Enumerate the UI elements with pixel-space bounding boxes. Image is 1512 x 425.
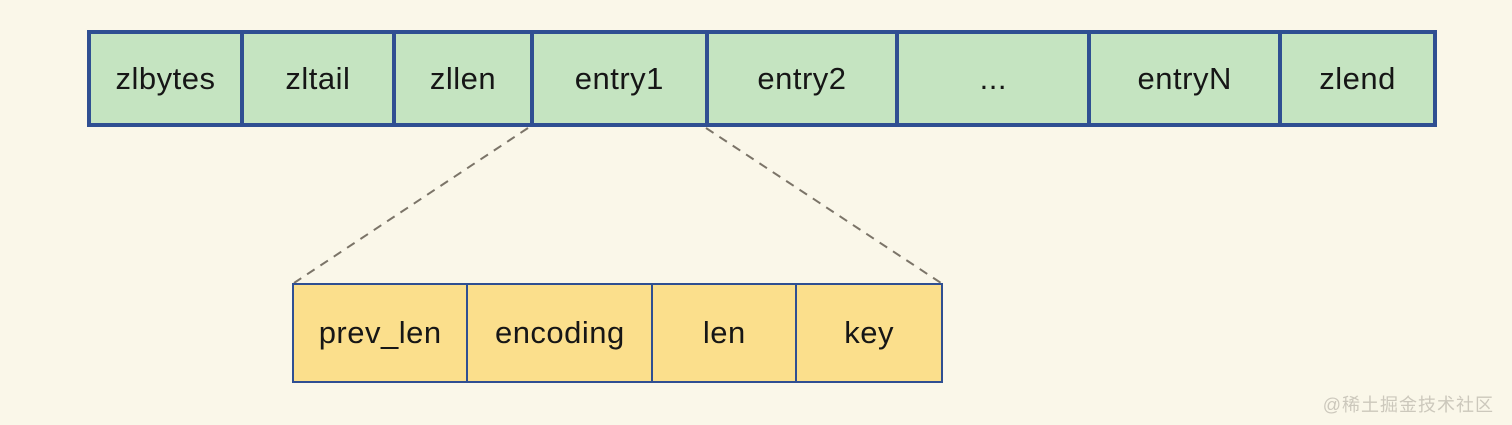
dashed-line-right [705, 127, 942, 284]
entry-structure-row: prev_len encoding len key [292, 283, 943, 383]
cell-prev-len: prev_len [318, 315, 442, 350]
cell-zllen: zllen [391, 34, 530, 123]
cell-ellipsis: ... [895, 34, 1087, 123]
cell-encoding: encoding [466, 285, 651, 381]
cell-key: key [795, 285, 941, 381]
ziplist-structure-row: zlbytes zltail zllen entry1 entry2 ... e… [87, 30, 1437, 127]
watermark-text: @稀土掘金技术社区 [1322, 395, 1494, 415]
cell-zlend: zlend [1278, 34, 1433, 123]
cell-zlbytes: zlbytes [115, 60, 216, 96]
dashed-line-left [293, 127, 529, 284]
cell-len: len [651, 285, 795, 381]
cell-entry1: entry1 [530, 34, 704, 123]
cell-zltail: zltail [239, 34, 392, 123]
cell-entry2: entry2 [704, 34, 896, 123]
cell-entryN: entryN [1087, 34, 1278, 123]
